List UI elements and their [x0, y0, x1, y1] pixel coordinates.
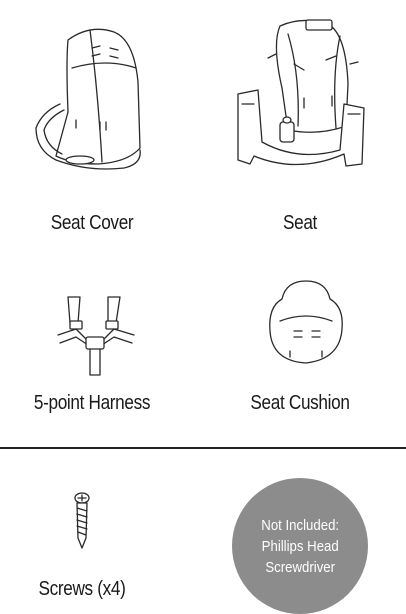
not-included-line-2: Phillips Head	[261, 536, 339, 557]
harness-label: 5-point Harness	[6, 392, 178, 415]
harness-icon	[56, 293, 136, 377]
not-included-badge: Not Included: Phillips Head Screwdriver	[232, 478, 368, 614]
seat-label: Seat	[214, 212, 386, 235]
section-divider	[0, 447, 406, 449]
seat-cover-label: Seat Cover	[6, 212, 178, 235]
seat-icon	[228, 14, 378, 174]
screws-label: Screws (x4)	[0, 578, 168, 601]
not-included-line-3: Screwdriver	[261, 557, 339, 578]
screw-icon	[70, 492, 94, 550]
seat-cushion-label: Seat Cushion	[214, 392, 386, 415]
not-included-text: Not Included: Phillips Head Screwdriver	[261, 515, 339, 578]
seat-cushion-icon	[266, 277, 346, 369]
seat-cover-icon	[28, 22, 158, 172]
not-included-line-1: Not Included:	[261, 515, 339, 536]
